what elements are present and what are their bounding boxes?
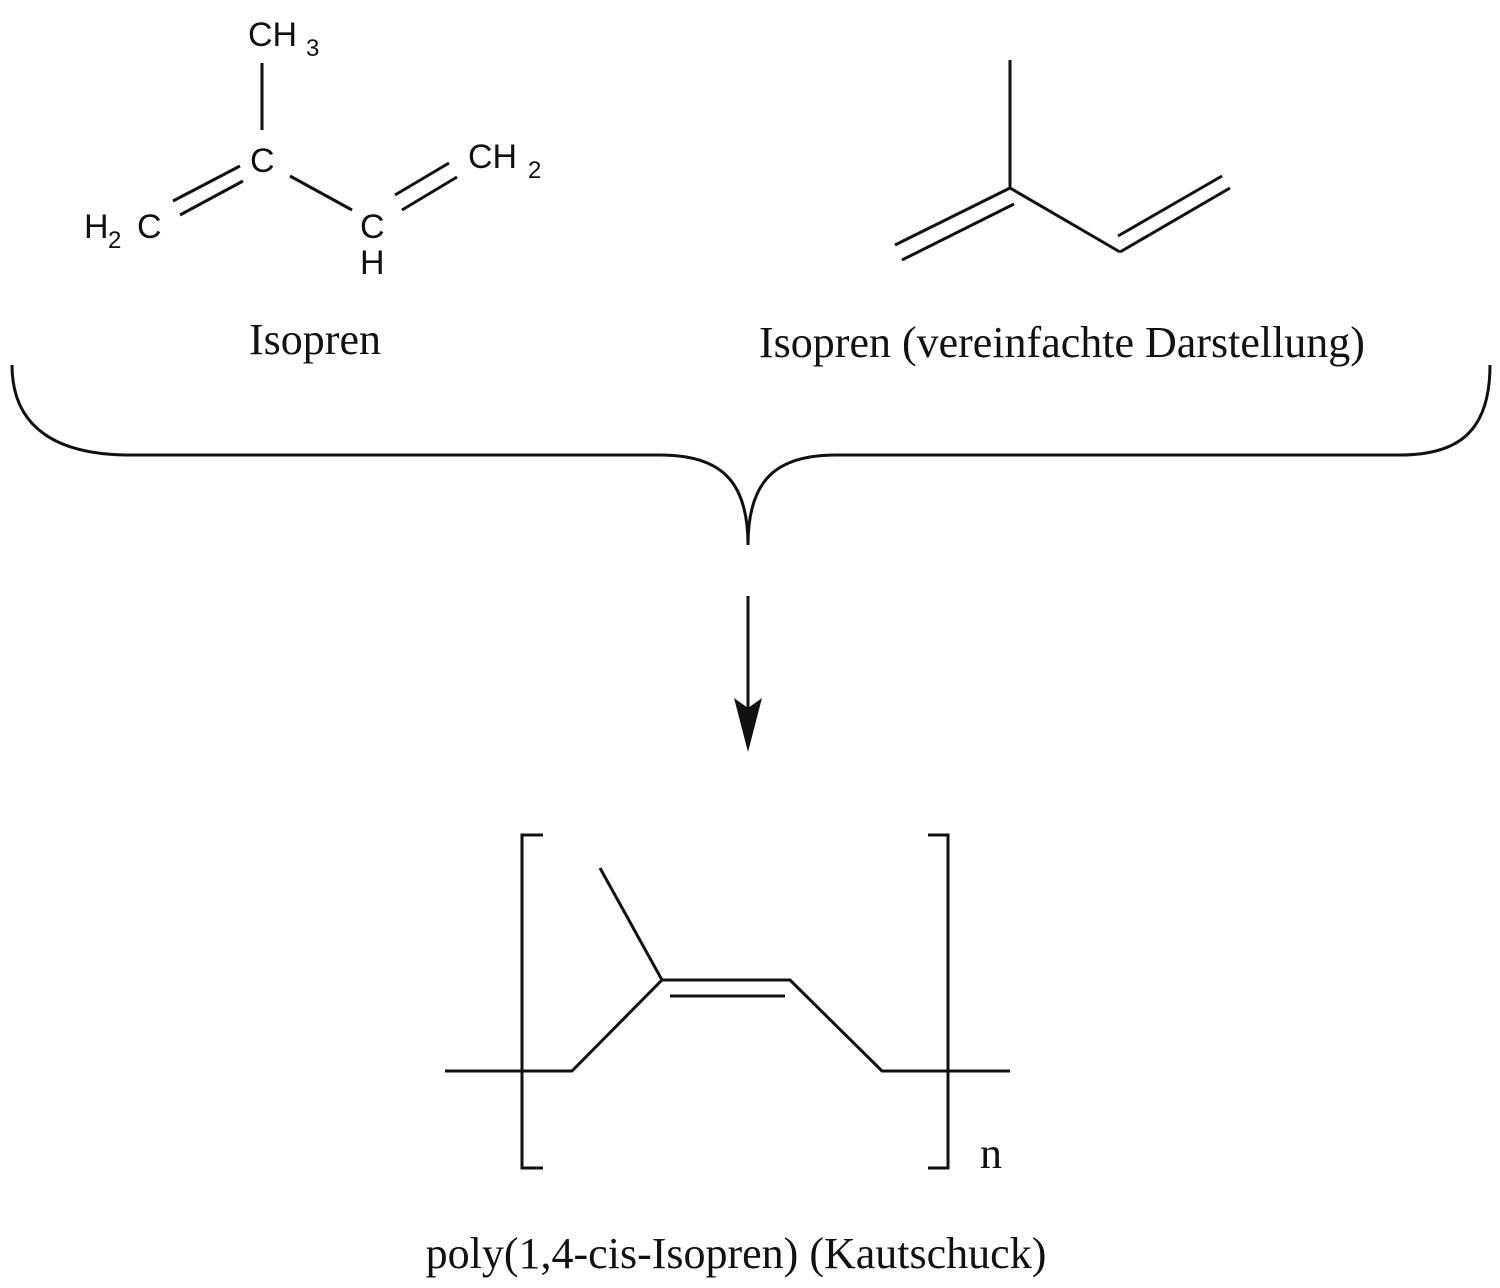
skeletal-caption: Isopren (vereinfachte Darstellung) <box>759 318 1365 367</box>
right-ch2-subscript: 2 <box>528 157 541 184</box>
left-ch2-subscript: 2 <box>108 227 121 254</box>
left-ch2-h: H <box>84 208 109 246</box>
right-bracket <box>928 833 950 1170</box>
skeletal-double-a <box>894 186 1011 247</box>
repeat-subscript-n: n <box>980 1129 1002 1178</box>
double-bond-left-a <box>172 164 241 203</box>
skeletal-single <box>1009 186 1121 254</box>
skeletal-vinyl-b <box>1117 174 1223 238</box>
single-bond <box>289 174 353 212</box>
polyisoprene-structure: n poly(1,4-cis-Isopren) (Kautschuck) <box>426 833 1047 1278</box>
center-carbon-label: C <box>250 142 275 180</box>
reaction-arrow-head <box>734 698 762 752</box>
ch-carbon-label: C <box>360 208 385 246</box>
right-ch2-label: CH <box>468 138 517 176</box>
double-bond-right-a <box>394 161 450 197</box>
left-ch2-c: C <box>137 208 162 246</box>
isoprene-caption: Isopren <box>249 315 381 364</box>
curly-brace <box>10 364 1492 546</box>
polymer-backbone <box>445 978 1010 1073</box>
left-bracket <box>520 833 543 1170</box>
polymer-caption: poly(1,4-cis-Isopren) (Kautschuck) <box>426 1229 1047 1278</box>
polymer-methyl-bond <box>598 867 664 981</box>
double-bond-left-b <box>179 179 244 217</box>
ch-hydrogen-label: H <box>360 244 385 282</box>
isoprene-skeletal-formula: Isopren (vereinfachte Darstellung) <box>759 60 1365 367</box>
methyl-label: CH <box>248 16 297 54</box>
double-bond-right-b <box>401 175 458 212</box>
methyl-subscript: 3 <box>306 35 319 62</box>
skeletal-vinyl-a <box>1119 186 1231 254</box>
skeletal-double-b <box>901 202 1015 262</box>
isoprene-structural-formula: CH 3 C H 2 C C H CH 2 Isopren <box>84 16 541 364</box>
